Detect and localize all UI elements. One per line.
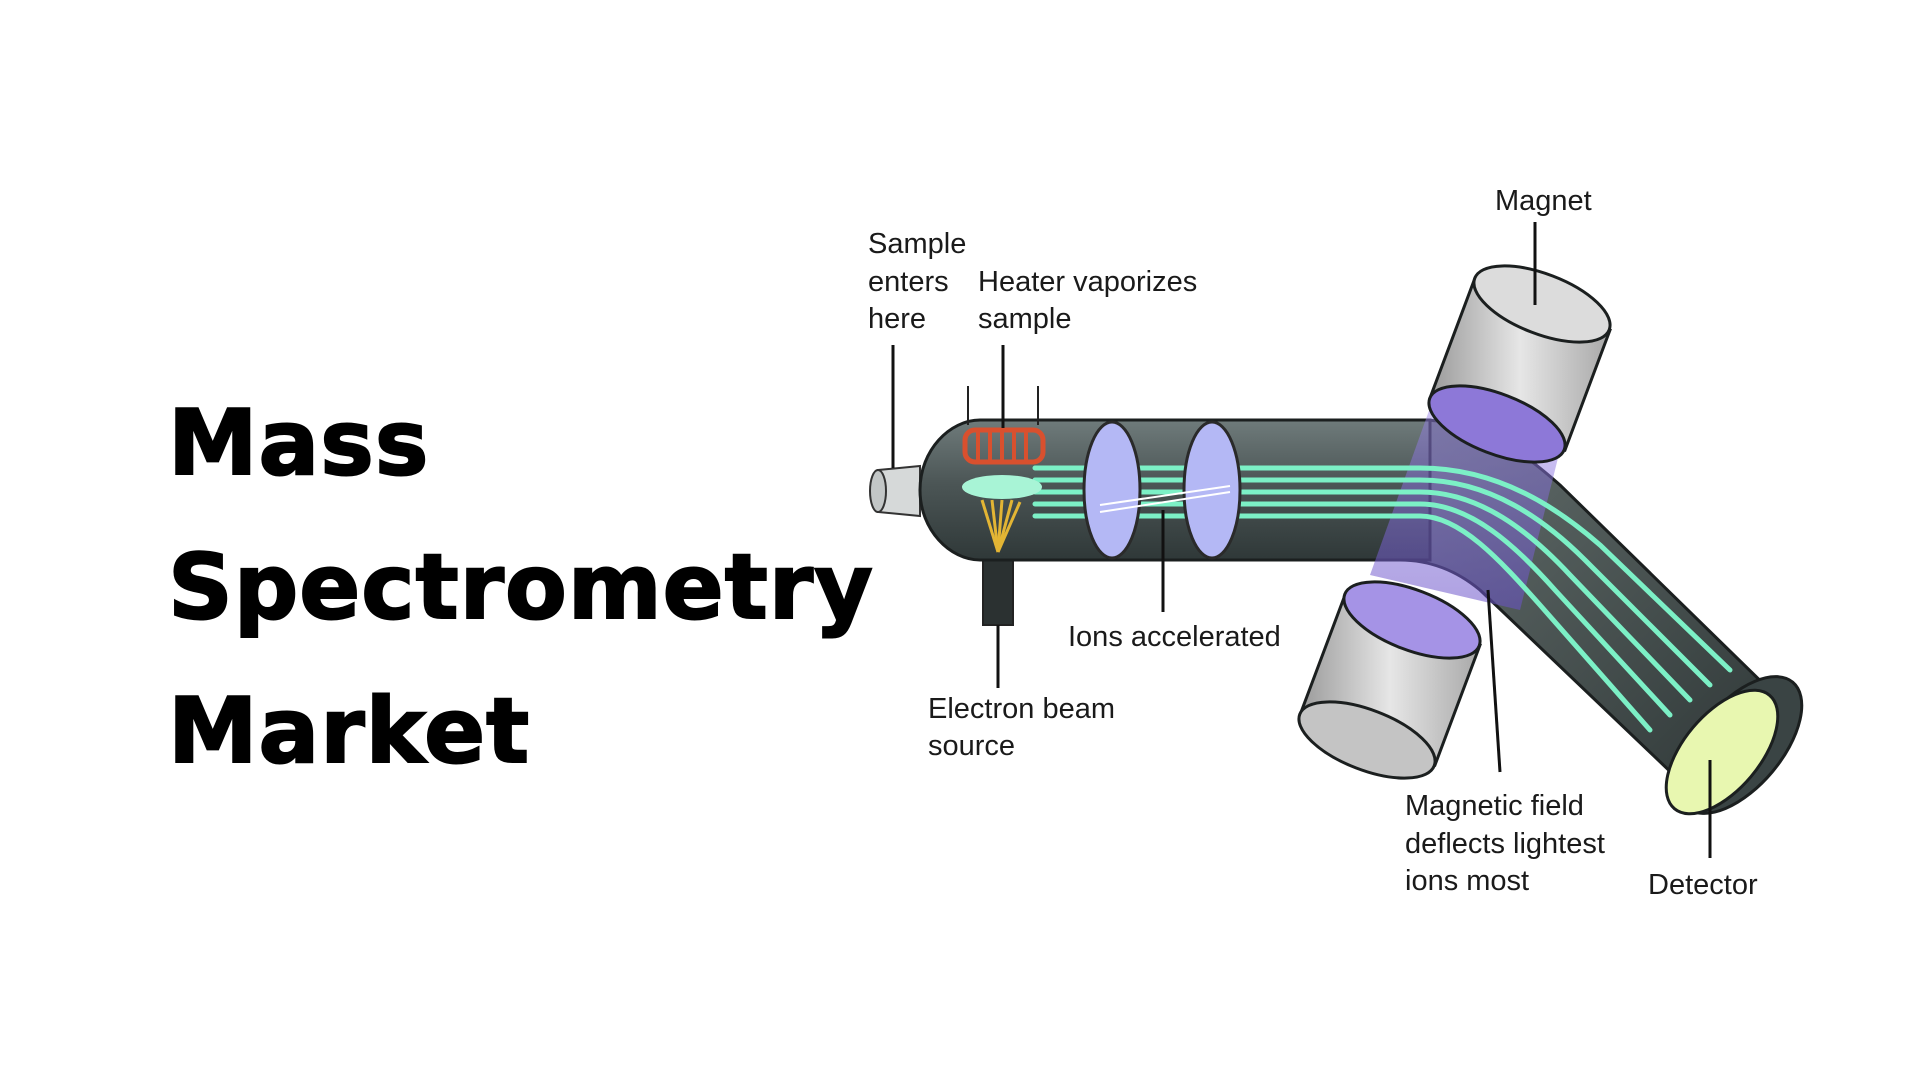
heater-coil [962, 386, 1046, 465]
inlet-port [869, 464, 921, 518]
electron-source-stub [982, 554, 1014, 626]
upper-magnet [1427, 264, 1612, 464]
magnet-label: Magnet [1495, 185, 1592, 217]
vapor-cloud [962, 475, 1042, 499]
ions-accelerated-label: Ions accelerated [1068, 621, 1281, 653]
detector-label: Detector [1648, 869, 1758, 901]
sample-label-line-2: enters [868, 266, 949, 298]
ion-beams [1032, 465, 1733, 733]
field-label-line-3: ions most [1405, 865, 1529, 897]
electron-beam [980, 499, 1022, 553]
sample-label-line-1: Sample [868, 228, 966, 260]
field-label-line-2: deflects lightest [1405, 828, 1605, 860]
sample-label-line-3: here [868, 303, 926, 335]
title-line-2: Spectrometry [167, 534, 874, 641]
leader-lines [891, 222, 1712, 858]
page-title: Mass Spectrometry Market [167, 372, 874, 804]
field-label-line-1: Magnetic field [1405, 790, 1584, 822]
electron-label-line-2: source [928, 730, 1015, 762]
heater-label-line-2: sample [978, 303, 1072, 335]
electron-label-line-1: Electron beam [928, 693, 1115, 725]
title-line-1: Mass [167, 390, 430, 497]
title-line-3: Market [167, 678, 531, 785]
heater-label-line-1: Heater vaporizes [978, 266, 1197, 298]
accelerator-plates [1082, 420, 1242, 560]
lower-magnet [1297, 580, 1482, 780]
